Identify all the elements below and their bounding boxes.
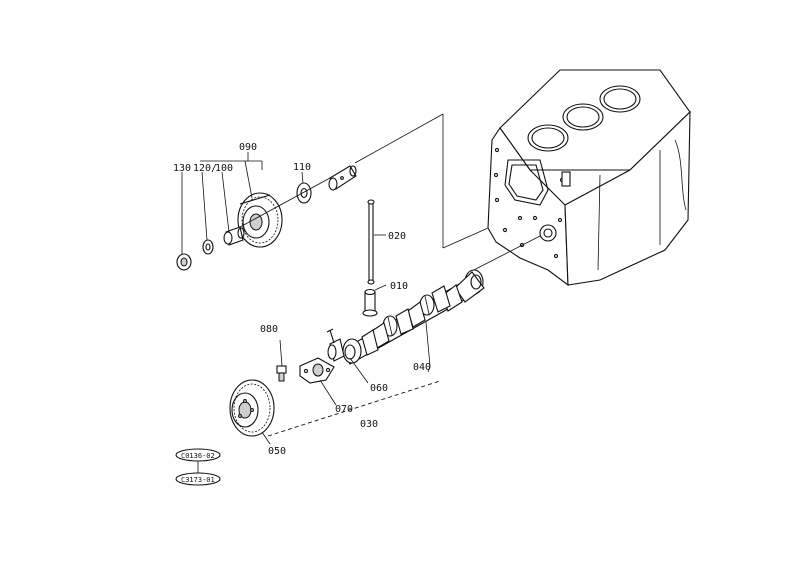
- bolt-080: [276, 339, 287, 382]
- assembly-leader-lines: [354, 113, 541, 273]
- label-020: 020: [388, 231, 406, 242]
- label-separator: /: [211, 163, 217, 174]
- upper-group-leaders: [181, 152, 331, 254]
- nut-130: [176, 253, 192, 271]
- bushing-100: [223, 226, 245, 246]
- label-060: 060: [370, 383, 388, 394]
- push-rod-020: [367, 199, 386, 285]
- part-number-labels: 130 120 / 100 090 110 020 010 080 060 04…: [173, 142, 431, 457]
- camshaft-assembly-030-leader: [267, 321, 441, 437]
- thrust-washer-110: [296, 182, 312, 204]
- cam-gear-050: [229, 379, 275, 445]
- reference-code-2: C3173-01: [181, 476, 215, 484]
- label-130: 130: [173, 163, 191, 174]
- idle-gear-090: [237, 192, 283, 248]
- reference-codes: C0136-02 C3173-01: [175, 448, 221, 486]
- washer-120: [202, 239, 214, 255]
- tappet-010: [362, 284, 387, 317]
- label-010: 010: [390, 281, 408, 292]
- label-040: 040: [413, 362, 431, 373]
- label-080: 080: [260, 324, 278, 335]
- label-100: 100: [215, 163, 233, 174]
- label-120: 120: [193, 163, 211, 174]
- label-070: 070: [335, 404, 353, 415]
- engine-block: [487, 69, 691, 287]
- camshaft-stopper-070: [299, 357, 337, 406]
- label-090: 090: [239, 142, 257, 153]
- label-030: 030: [360, 419, 378, 430]
- camshaft-front-end-060: [326, 328, 369, 384]
- idler-shaft: [328, 165, 357, 191]
- reference-code-1: C0136-02: [181, 452, 215, 460]
- label-110: 110: [293, 162, 311, 173]
- label-050: 050: [268, 446, 286, 457]
- camshaft-040: [341, 269, 485, 365]
